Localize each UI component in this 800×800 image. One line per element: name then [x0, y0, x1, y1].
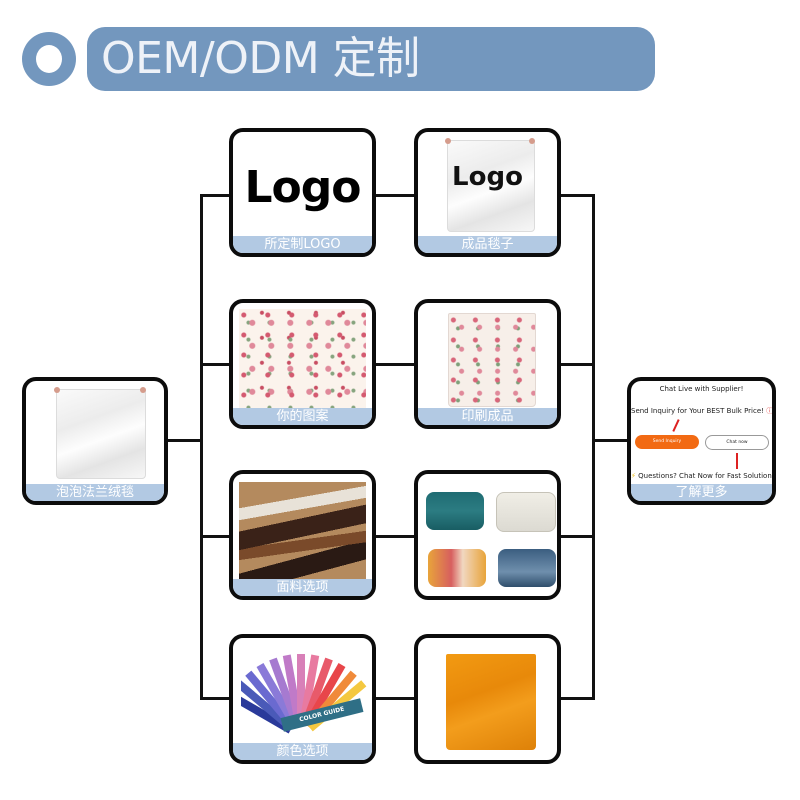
option-label: 你的图案 [233, 408, 372, 425]
connector-cta-in [592, 439, 628, 442]
connector-left-branch-1 [200, 194, 230, 197]
curved-arrow-icon [672, 419, 680, 432]
send-inquiry-button[interactable]: Send Inquiry [635, 435, 699, 449]
result-label: 印刷成品 [418, 408, 557, 425]
cream-blanket-image [496, 492, 556, 532]
hanging-pin-icon [529, 138, 535, 144]
connector-mid-2 [375, 363, 415, 366]
source-card: 泡泡法兰绒毯 [22, 377, 168, 505]
learn-more-label[interactable]: 了解更多 [631, 484, 772, 501]
white-blanket-image [56, 389, 146, 479]
option-label: 颜色选项 [233, 743, 372, 760]
patterned-blanket-image [428, 549, 486, 587]
blue-blanket-image [498, 549, 556, 587]
hanging-pin-icon [140, 387, 146, 393]
lightning-icon: ⚡ [631, 472, 636, 480]
cta-subtitle-text: Send Inquiry for Your BEST Bulk Price! [631, 407, 764, 415]
connector-mid-1 [375, 194, 415, 197]
result-card-colored [414, 634, 561, 764]
result-card-printed: 印刷成品 [414, 299, 561, 429]
blanket-logo-text: Logo [452, 162, 523, 192]
option-card-pattern: 你的图案 [229, 299, 376, 429]
option-card-color: COLOR GUIDE 颜色选项 [229, 634, 376, 764]
printed-blanket-image [448, 313, 536, 407]
chat-now-button[interactable]: Chat now [705, 435, 769, 450]
logo-text: Logo [244, 162, 362, 213]
cta-question: ⚡ Questions? Chat Now for Fast Solutions [631, 472, 772, 480]
connector-left-branch-2 [200, 363, 230, 366]
source-label: 泡泡法兰绒毯 [26, 484, 164, 501]
cta-question-text: Questions? Chat Now for Fast Solutions [638, 472, 776, 480]
result-label: 成品毯子 [418, 236, 557, 253]
hanging-pin-icon [54, 387, 60, 393]
connector-right-branch-1 [560, 194, 595, 197]
option-card-logo: Logo 所定制LOGO [229, 128, 376, 257]
connector-left-trunk [200, 194, 203, 700]
connector-right-trunk [592, 194, 595, 700]
connector-source-out [167, 439, 203, 442]
header-ring-icon [22, 32, 76, 86]
up-arrow-icon [736, 453, 738, 469]
fabric-sample-image [239, 482, 366, 579]
hanging-pin-icon [445, 138, 451, 144]
connector-right-branch-4 [560, 697, 595, 700]
connector-mid-4 [375, 697, 415, 700]
option-label: 面料选项 [233, 579, 372, 596]
connector-mid-3 [375, 535, 415, 538]
option-label: 所定制LOGO [233, 236, 372, 253]
orange-blanket-image [446, 654, 536, 750]
cta-title: Chat Live with Supplier! [659, 385, 744, 393]
cta-subtitle: Send Inquiry for Your BEST Bulk Price! ⓘ [631, 406, 772, 416]
cta-card[interactable]: Chat Live with Supplier! Send Inquiry fo… [627, 377, 776, 505]
result-card-logo-blanket: Logo 成品毯子 [414, 128, 561, 257]
title-bar: OEM/ODM 定制 [87, 27, 655, 91]
connector-right-branch-3 [560, 535, 595, 538]
floral-pattern-image [239, 309, 366, 408]
logo-blanket-image [447, 140, 535, 232]
connector-left-branch-3 [200, 535, 230, 538]
page-title: OEM/ODM 定制 [101, 33, 420, 84]
teal-blanket-image [426, 492, 484, 530]
info-icon: ⓘ [766, 407, 774, 415]
option-card-fabric: 面料选项 [229, 470, 376, 600]
connector-right-branch-2 [560, 363, 595, 366]
connector-left-branch-4 [200, 697, 230, 700]
result-card-fabric-variants [414, 470, 561, 600]
